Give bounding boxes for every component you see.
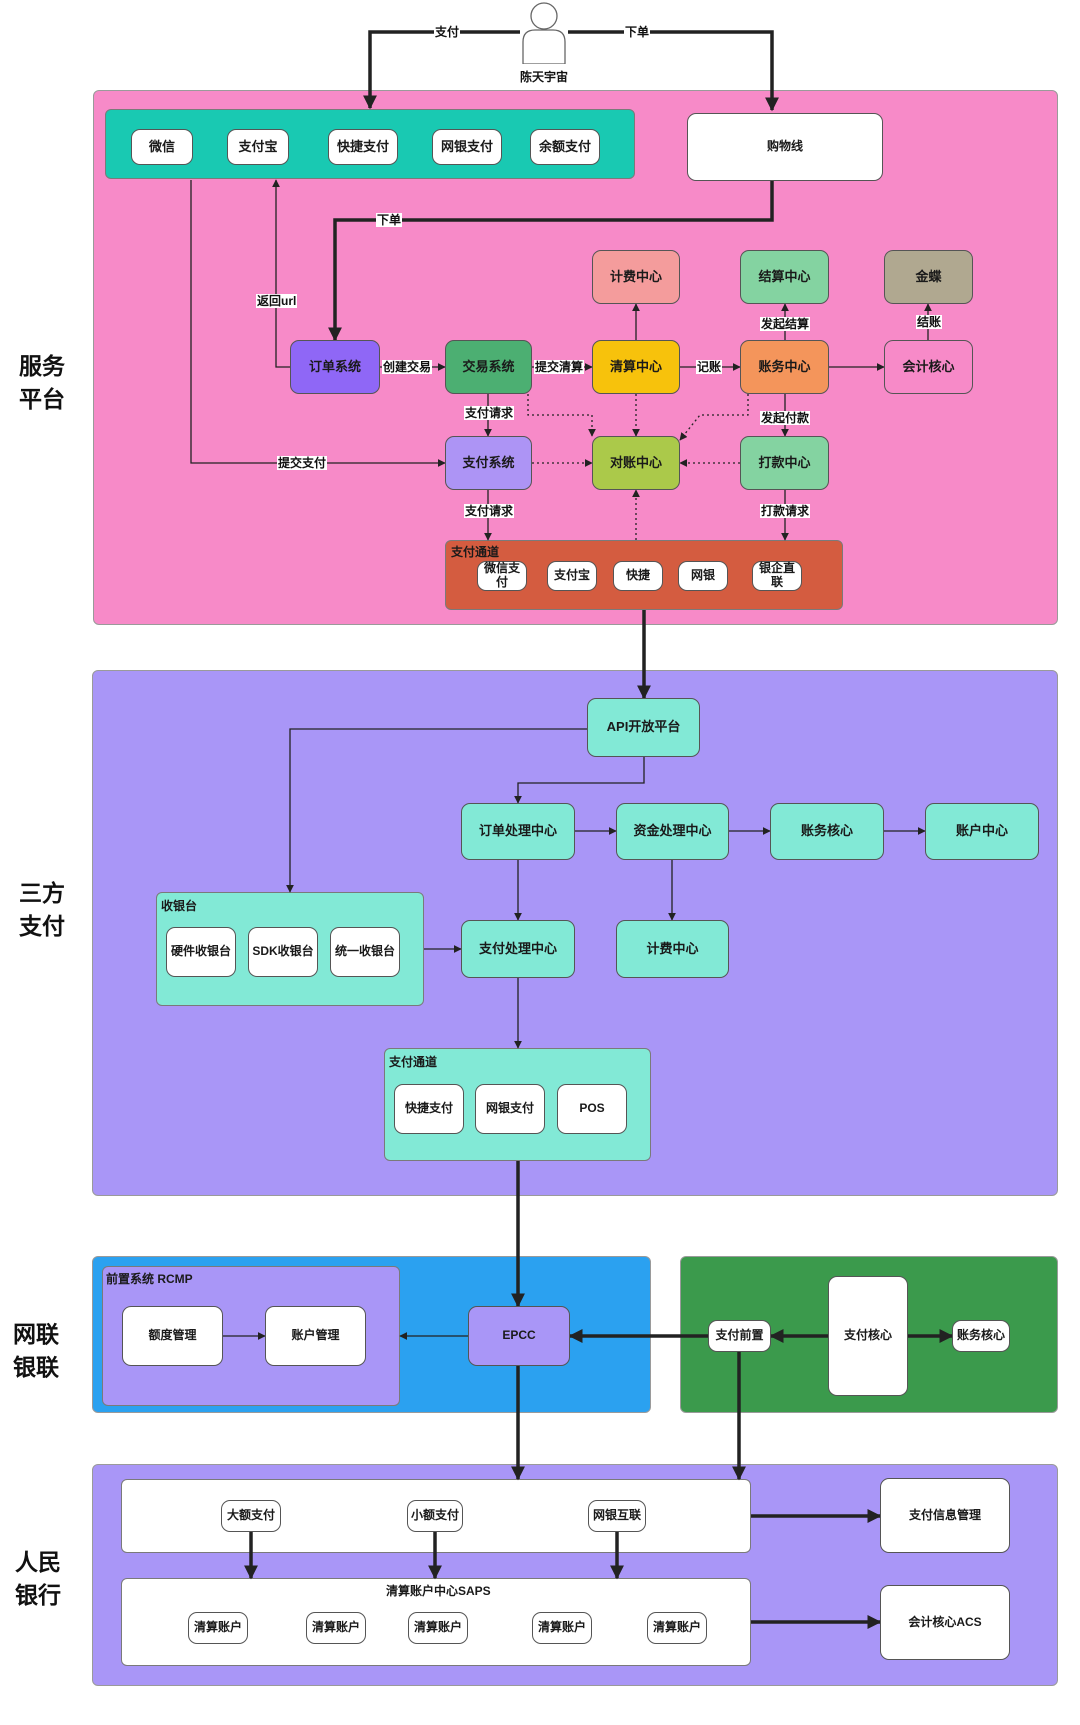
accounting-core-acs-node[interactable]: 会计核心ACS — [880, 1585, 1010, 1660]
clearing-account-3[interactable]: 清算账户 — [408, 1612, 468, 1644]
service-channel-quick[interactable]: 快捷 — [613, 561, 663, 591]
epcc-node[interactable]: EPCC — [468, 1306, 570, 1366]
account-core-node[interactable]: 会计核心 — [884, 340, 973, 394]
cashier-sdk[interactable]: SDK收银台 — [248, 927, 318, 977]
accounting-center-node[interactable]: 账务中心 — [740, 340, 829, 394]
api-platform-node[interactable]: API开放平台 — [587, 698, 700, 757]
pay-method-quick[interactable]: 快捷支付 — [328, 129, 398, 165]
third-channel-pos[interactable]: POS — [557, 1084, 627, 1134]
side-label-union-1: 网联 — [13, 1321, 59, 1347]
clearing-account-4[interactable]: 清算账户 — [532, 1612, 592, 1644]
edge-label-pay-request-2: 支付请求 — [464, 504, 515, 518]
edge-label-order: 下单 — [376, 213, 403, 227]
clearing-center-node[interactable]: 清算中心 — [592, 340, 680, 394]
fund-processing-node[interactable]: 资金处理中心 — [616, 803, 729, 860]
user-label: 陈天宇宙 — [519, 70, 568, 84]
account-management-node[interactable]: 账户管理 — [265, 1306, 366, 1366]
pay-core-node[interactable]: 支付核心 — [828, 1276, 908, 1396]
rcmp-title: 前置系统 RCMP — [106, 1272, 193, 1286]
edge-user-cart — [568, 30, 779, 112]
side-label-bank: 人民 银行 — [8, 1546, 68, 1612]
side-label-service: 服务 平台 — [12, 350, 72, 416]
trade-system-node[interactable]: 交易系统 — [445, 340, 532, 394]
edge-label-submit-pay: 提交支付 — [277, 456, 328, 470]
side-label-service-2: 平台 — [19, 386, 65, 412]
edge-label-order-top: 下单 — [624, 25, 651, 39]
side-label-union: 网联 银联 — [6, 1318, 66, 1384]
reconcile-center-node[interactable]: 对账中心 — [592, 436, 680, 490]
billing-center-node[interactable]: 计费中心 — [592, 250, 680, 304]
edge-cart-order — [328, 180, 774, 342]
edge-label-return-url: 返回url — [256, 294, 298, 308]
edge-label-create-trade: 创建交易 — [382, 360, 433, 374]
person-icon — [520, 2, 568, 65]
cart-node[interactable]: 购物线 — [687, 113, 883, 181]
edge-label-submit-clearing: 提交清算 — [534, 360, 585, 374]
service-channel-alipay[interactable]: 支付宝 — [547, 561, 597, 591]
edge-label-start-settlement: 发起结算 — [760, 317, 811, 331]
clearing-account-5[interactable]: 清算账户 — [647, 1612, 707, 1644]
third-channel-quick[interactable]: 快捷支付 — [394, 1084, 464, 1134]
cashier-hardware[interactable]: 硬件收银台 — [166, 927, 236, 977]
third-account-core-node[interactable]: 账务核心 — [770, 803, 884, 860]
clearing-account-1[interactable]: 清算账户 — [188, 1612, 248, 1644]
bank-small-payment[interactable]: 小额支付 — [407, 1500, 463, 1532]
bank-netbank-interconnect[interactable]: 网银互联 — [588, 1500, 646, 1532]
union-account-core-node[interactable]: 账务核心 — [952, 1320, 1010, 1352]
edge-label-close-account: 结账 — [916, 315, 943, 329]
pay-method-netbank[interactable]: 网银支付 — [432, 129, 502, 165]
payment-info-management-node[interactable]: 支付信息管理 — [880, 1478, 1010, 1553]
settlement-center-node[interactable]: 结算中心 — [740, 250, 829, 304]
payout-center-node[interactable]: 打款中心 — [740, 436, 829, 490]
edge-return-url — [272, 179, 290, 368]
account-center-node[interactable]: 账户中心 — [925, 803, 1039, 860]
edge-submit-pay — [190, 180, 446, 467]
service-channel-bank-direct[interactable]: 银企直联 — [752, 561, 802, 591]
saps-title: 清算账户中心SAPS — [386, 1584, 491, 1598]
payment-system-node[interactable]: 支付系统 — [445, 436, 532, 490]
side-label-third-2: 支付 — [19, 913, 65, 939]
side-label-bank-2: 银行 — [15, 1582, 61, 1608]
edge-label-bookkeeping: 记账 — [696, 360, 723, 374]
cashier-title: 收银台 — [161, 899, 198, 913]
quota-management-node[interactable]: 额度管理 — [122, 1306, 223, 1366]
bank-large-payment[interactable]: 大额支付 — [221, 1500, 281, 1532]
side-label-service-1: 服务 — [19, 353, 65, 379]
third-channel-title: 支付通道 — [389, 1055, 438, 1069]
order-processing-node[interactable]: 订单处理中心 — [461, 803, 575, 860]
service-channel-netbank[interactable]: 网银 — [678, 561, 728, 591]
third-billing-center-node[interactable]: 计费中心 — [616, 920, 729, 978]
edge-dot-trade-reconcile — [527, 394, 596, 437]
payment-processing-node[interactable]: 支付处理中心 — [461, 920, 575, 978]
edge-user-pay — [363, 30, 520, 110]
edge-label-payout-request: 打款请求 — [760, 504, 811, 518]
side-label-union-2: 银联 — [13, 1354, 59, 1380]
service-channel-title: 支付通道 — [451, 545, 500, 559]
side-label-third-1: 三方 — [19, 880, 65, 906]
side-label-bank-1: 人民 — [15, 1549, 61, 1575]
edge-dot-accounting-reconcile — [679, 394, 749, 441]
third-channel-netbank[interactable]: 网银支付 — [475, 1084, 545, 1134]
side-label-third: 三方 支付 — [12, 877, 72, 943]
clearing-account-2[interactable]: 清算账户 — [306, 1612, 366, 1644]
treasury-node[interactable]: 金蝶 — [884, 250, 973, 304]
cashier-unified[interactable]: 统一收银台 — [330, 927, 400, 977]
pay-method-balance[interactable]: 余额支付 — [530, 129, 600, 165]
edge-label-start-payout: 发起付款 — [760, 411, 811, 425]
edge-label-pay: 支付 — [434, 25, 461, 39]
edge-label-pay-request-1: 支付请求 — [464, 406, 515, 420]
edge-api-orderproc — [514, 757, 645, 804]
order-system-node[interactable]: 订单系统 — [290, 340, 380, 394]
edge-api-cashier — [286, 728, 587, 893]
service-channel-wechat[interactable]: 微信支付 — [477, 561, 527, 591]
pay-method-alipay[interactable]: 支付宝 — [227, 129, 289, 165]
pay-method-wechat[interactable]: 微信 — [131, 129, 193, 165]
pay-front-node[interactable]: 支付前置 — [708, 1320, 771, 1352]
